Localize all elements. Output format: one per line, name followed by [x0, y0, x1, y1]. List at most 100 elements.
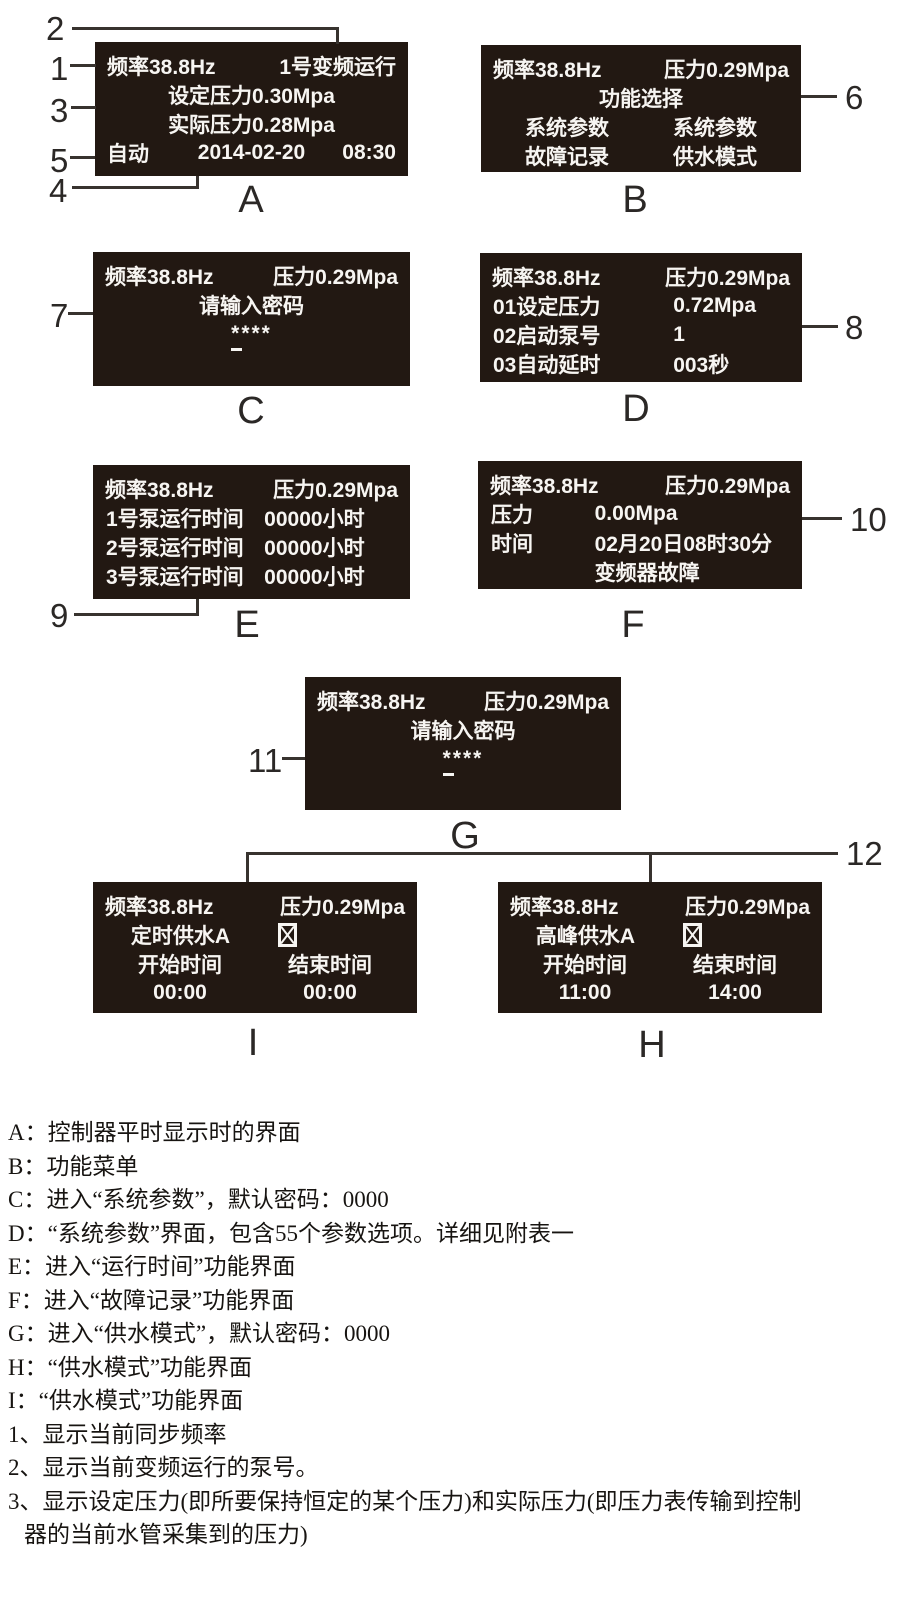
field-col-a: 开始时间	[138, 953, 222, 977]
field-value: 00000小时	[264, 536, 365, 560]
field-label: 时间	[491, 532, 533, 556]
legend-line-4: D：“系统参数”界面，包含55个参数选项。详细见附表一	[8, 1220, 575, 1246]
screen-label-C: C	[237, 390, 265, 432]
callout-number-10: 10	[850, 501, 887, 538]
legend-line-11: 2、显示当前变频运行的泵号。	[8, 1455, 319, 1480]
callout-number-8: 8	[845, 309, 864, 346]
callout-number-6: 6	[845, 79, 864, 116]
field-right: 压力0.29Mpa	[665, 266, 790, 290]
field-label: 03自动延时	[493, 353, 601, 377]
field-right: 08:30	[342, 140, 396, 164]
callout-line-10	[802, 517, 842, 520]
callout-line-2	[336, 27, 339, 44]
screen-label-D: D	[622, 388, 650, 430]
field-value: 0.00Mpa	[594, 501, 678, 525]
field-left: 频率38.8Hz	[492, 266, 601, 290]
password-cursor-icon	[442, 772, 454, 776]
field-right: 压力0.29Mpa	[484, 690, 609, 714]
field-left: 频率38.8Hz	[107, 55, 216, 79]
password-cursor-icon	[231, 347, 243, 351]
field-label: 01设定压力	[493, 295, 601, 319]
callout-line-4	[196, 176, 199, 189]
field-right: 压力0.29Mpa	[273, 265, 398, 289]
field-col-b: 结束时间	[288, 953, 372, 977]
legend-line-13: 器的当前水管采集到的压力)	[24, 1522, 308, 1547]
password-stars: ****	[231, 321, 272, 345]
field-left: 频率38.8Hz	[105, 895, 214, 919]
screen-F-row-4: 变频器故障	[478, 557, 802, 586]
screen-label-G: G	[450, 815, 480, 857]
callout-line-6	[801, 95, 837, 98]
callout-line-12	[246, 852, 249, 882]
screen-I-row-4: 00:00 00:00	[93, 978, 417, 1007]
screen-G-row-1: 频率38.8Hz 压力0.29Mpa	[305, 686, 621, 715]
screen-H-row-2: 高峰供水A	[498, 920, 822, 949]
callout-number-7: 7	[50, 297, 69, 334]
callout-number-2: 2	[46, 10, 65, 47]
field-right: 压力0.29Mpa	[273, 478, 398, 502]
field-left: 频率38.8Hz	[490, 474, 599, 498]
screen-C-row-3: ****	[93, 319, 410, 351]
password-stars: ****	[442, 746, 484, 770]
field-col-a: 开始时间	[543, 953, 627, 977]
field-col-b: 00:00	[303, 980, 357, 1004]
callout-line-12	[649, 852, 652, 882]
field-value: 变频器故障	[594, 561, 700, 585]
field-label: 2号泵运行时间	[106, 536, 244, 560]
screen-B-row-1: 频率38.8Hz 压力0.29Mpa	[481, 54, 801, 83]
password-mask: ****	[231, 321, 272, 351]
field-left: 频率38.8Hz	[105, 478, 214, 502]
field-col-b: 14:00	[708, 980, 762, 1004]
screen-E-row-1: 频率38.8Hz 压力0.29Mpa	[93, 474, 410, 503]
field-center: 请输入密码	[199, 294, 304, 318]
field-left: 频率38.8Hz	[510, 895, 619, 919]
checked-box-icon	[277, 923, 297, 947]
legend-line-3: C：进入“系统参数”，默认密码：0000	[8, 1187, 389, 1212]
field-value: 003秒	[673, 353, 730, 377]
screen-A-row-3: 实际压力0.28Mpa	[95, 109, 408, 138]
screen-E-row-3: 2号泵运行时间 00000小时	[93, 532, 410, 561]
screen-I-row-2: 定时供水A	[93, 920, 417, 949]
callout-number-9: 9	[50, 597, 69, 634]
screen-G-row-3: ****	[305, 744, 621, 776]
legend-line-10: 1、显示当前同步频率	[8, 1421, 227, 1447]
screen-H-row-4: 11:00 14:00	[498, 978, 822, 1007]
callout-line-8	[802, 325, 838, 328]
supply-mode-name: 高峰供水A	[535, 924, 636, 948]
screen-H-row-1: 频率38.8Hz 压力0.29Mpa	[498, 891, 822, 920]
legend-line-1: A：控制器平时显示时的界面	[8, 1120, 301, 1145]
field-col-a: 00:00	[153, 980, 207, 1004]
callout-line-11	[282, 757, 305, 760]
callout-number-3: 3	[50, 92, 69, 129]
field-left: 频率38.8Hz	[317, 690, 426, 714]
legend-line-8: H：“供水模式”功能界面	[8, 1354, 253, 1380]
field-right: 压力0.29Mpa	[664, 58, 789, 82]
callout-line-9	[196, 599, 199, 616]
callout-number-5: 5	[50, 142, 69, 179]
callout-line-4	[72, 186, 199, 189]
screen-D-row-2: 01设定压力 0.72Mpa	[480, 291, 802, 320]
screen-label-B: B	[622, 179, 648, 221]
callout-line-7	[68, 312, 93, 315]
field-value: 00000小时	[264, 507, 365, 531]
screen-B-row-4: 故障记录供水模式	[481, 141, 801, 170]
field-value: 0.72Mpa	[673, 293, 757, 317]
field-left: 频率38.8Hz	[493, 58, 602, 82]
legend-line-5: E：进入“运行时间”功能界面	[8, 1254, 296, 1279]
field-center: 设定压力0.30Mpa	[168, 84, 335, 108]
field-right: 1号变频运行	[279, 55, 396, 79]
field-right: 压力0.29Mpa	[685, 895, 810, 919]
screen-I-row-3: 开始时间 结束时间	[93, 949, 417, 978]
field-col-a: 11:00	[558, 980, 612, 1004]
screen-label-A: A	[238, 179, 264, 221]
legend-line-9: I：“供水模式”功能界面	[8, 1388, 244, 1413]
